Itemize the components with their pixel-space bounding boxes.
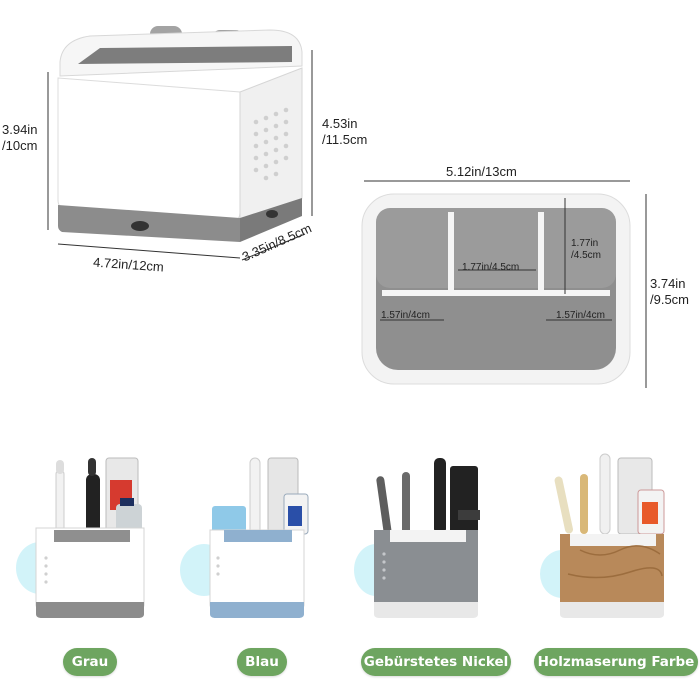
slot-width-label: 1.77in/4.5cm [462, 262, 520, 273]
variant-blau-image [180, 457, 309, 618]
left-slot-label: 1.57in/4cm [381, 310, 430, 321]
variant-grau-image [16, 457, 145, 618]
variant-label-blau[interactable]: Blau [237, 648, 287, 676]
top-depth-label: 3.74in /9.5cm [650, 276, 690, 308]
variant-nickel-image [354, 458, 480, 618]
right-slot-label: 1.57in/4cm [556, 310, 605, 321]
height-right-label: 4.53in /11.5cm [322, 116, 368, 148]
slot-height-label: 1.77in /4.5cm [571, 238, 602, 261]
variant-label-nickel[interactable]: Gebürstetes Nickel [361, 648, 511, 676]
variant-label-holz[interactable]: Holzmaserung Farbe [534, 648, 698, 676]
top-width-label: 5.12in/13cm [446, 164, 517, 179]
height-left-label: 3.94in /10cm [2, 122, 38, 154]
holder-top-view [361, 180, 647, 388]
variant-label-grau[interactable]: Grau [63, 648, 117, 676]
variant-holz-image [540, 453, 665, 618]
holder-3d-illustration [47, 26, 313, 261]
